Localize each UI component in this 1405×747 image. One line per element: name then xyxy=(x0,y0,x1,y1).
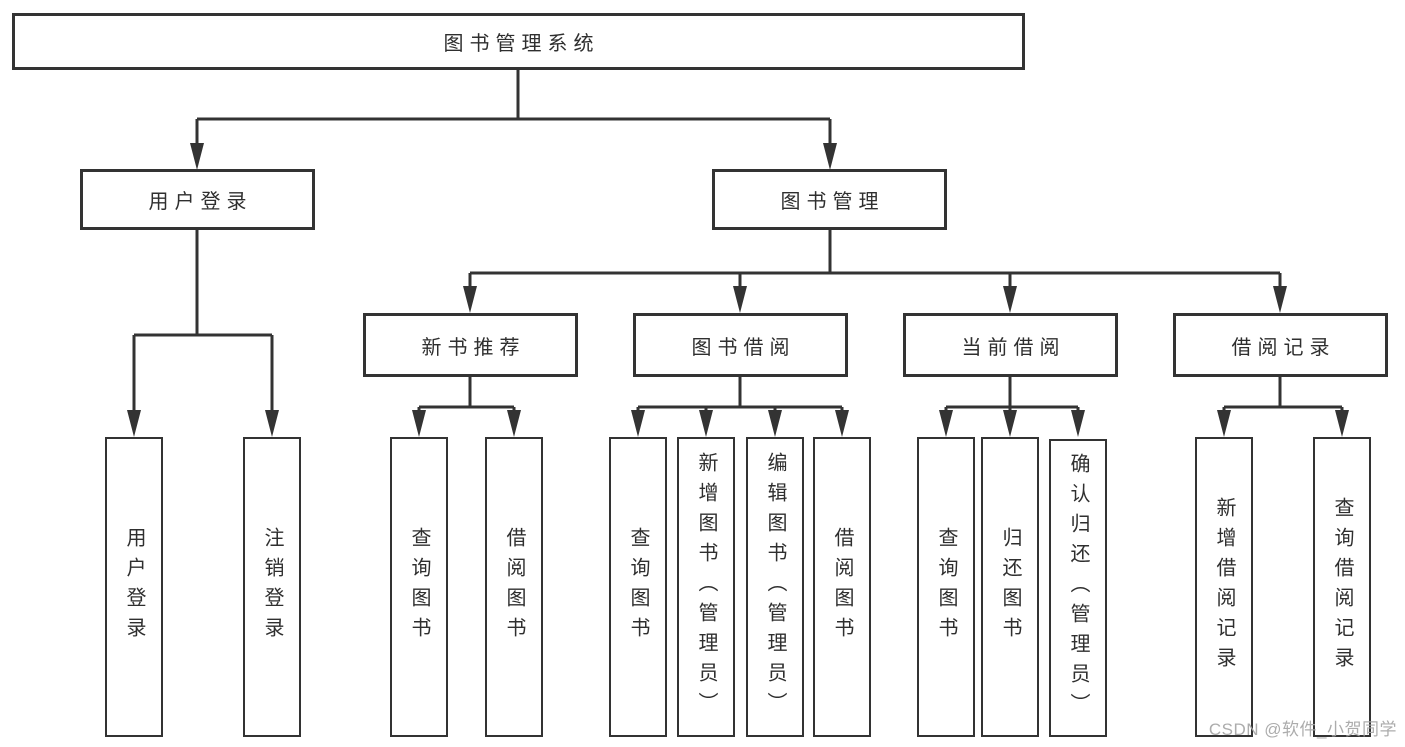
node-user-login: 用户登录 xyxy=(80,169,315,230)
node-borrowing-records: 借阅记录 xyxy=(1173,313,1388,377)
node-book-borrowing: 图书借阅 xyxy=(633,313,848,377)
node-new-book-recommend-label: 新书推荐 xyxy=(421,336,526,359)
edge-records-to-leaves xyxy=(1222,377,1344,413)
leaf-logout-label: 注销登录 xyxy=(261,527,283,647)
leaf-confirm-return-admin: 确认归还（管理员） xyxy=(1049,439,1107,737)
leaf-query-books-borrowing: 查询图书 xyxy=(609,437,667,737)
node-user-login-label: 用户登录 xyxy=(148,191,253,213)
edge-new-book-to-leaves xyxy=(417,377,516,413)
node-book-management: 图书管理 xyxy=(712,169,947,230)
leaf-borrow-books-recommend: 借阅图书 xyxy=(485,437,543,737)
edge-current-borrow-to-leaves xyxy=(944,377,1080,413)
leaf-add-book-admin: 新增图书（管理员） xyxy=(677,437,735,737)
leaf-query-books-recommend-label: 查询图书 xyxy=(408,527,430,647)
leaf-return-book: 归还图书 xyxy=(981,437,1039,737)
leaf-add-borrow-record: 新增借阅记录 xyxy=(1195,437,1253,737)
node-book-management-label: 图书管理 xyxy=(780,191,885,213)
leaf-add-book-admin-label: 新增图书（管理员） xyxy=(695,452,717,722)
leaf-query-books-current-label: 查询图书 xyxy=(935,527,957,647)
leaf-query-borrow-record-label: 查询借阅记录 xyxy=(1331,497,1353,677)
node-root: 图书管理系统 xyxy=(12,13,1025,70)
node-borrowing-records-label: 借阅记录 xyxy=(1231,336,1336,359)
leaf-query-books-current: 查询图书 xyxy=(917,437,975,737)
leaf-user-login: 用户登录 xyxy=(105,437,163,737)
leaf-confirm-return-admin-label: 确认归还（管理员） xyxy=(1067,453,1089,723)
leaf-logout: 注销登录 xyxy=(243,437,301,737)
leaf-edit-book-admin: 编辑图书（管理员） xyxy=(746,437,804,737)
node-current-borrowing: 当前借阅 xyxy=(903,313,1118,377)
edge-root-to-level2 xyxy=(195,70,832,146)
edge-book-mgmt-to-level3 xyxy=(468,230,1282,289)
leaf-borrow-books-borrowing: 借阅图书 xyxy=(813,437,871,737)
leaf-borrow-books-recommend-label: 借阅图书 xyxy=(503,527,525,647)
leaf-query-books-borrowing-label: 查询图书 xyxy=(627,527,649,647)
leaf-edit-book-admin-label: 编辑图书（管理员） xyxy=(764,452,786,722)
leaf-query-books-recommend: 查询图书 xyxy=(390,437,448,737)
edge-book-borrow-to-leaves xyxy=(636,377,844,413)
leaf-borrow-books-borrowing-label: 借阅图书 xyxy=(831,527,853,647)
leaf-add-borrow-record-label: 新增借阅记录 xyxy=(1213,497,1235,677)
watermark: CSDN @软件_小贺同学 xyxy=(1208,720,1397,739)
arrowheads xyxy=(127,143,1349,437)
node-current-borrowing-label: 当前借阅 xyxy=(961,336,1066,359)
leaf-query-borrow-record: 查询借阅记录 xyxy=(1313,437,1371,737)
node-new-book-recommend: 新书推荐 xyxy=(363,313,578,377)
node-book-borrowing-label: 图书借阅 xyxy=(691,336,796,359)
node-root-label: 图书管理系统 xyxy=(443,33,600,55)
leaf-return-book-label: 归还图书 xyxy=(999,527,1021,647)
leaf-user-login-label: 用户登录 xyxy=(123,527,145,647)
edge-user-login-to-leaves xyxy=(132,230,274,413)
